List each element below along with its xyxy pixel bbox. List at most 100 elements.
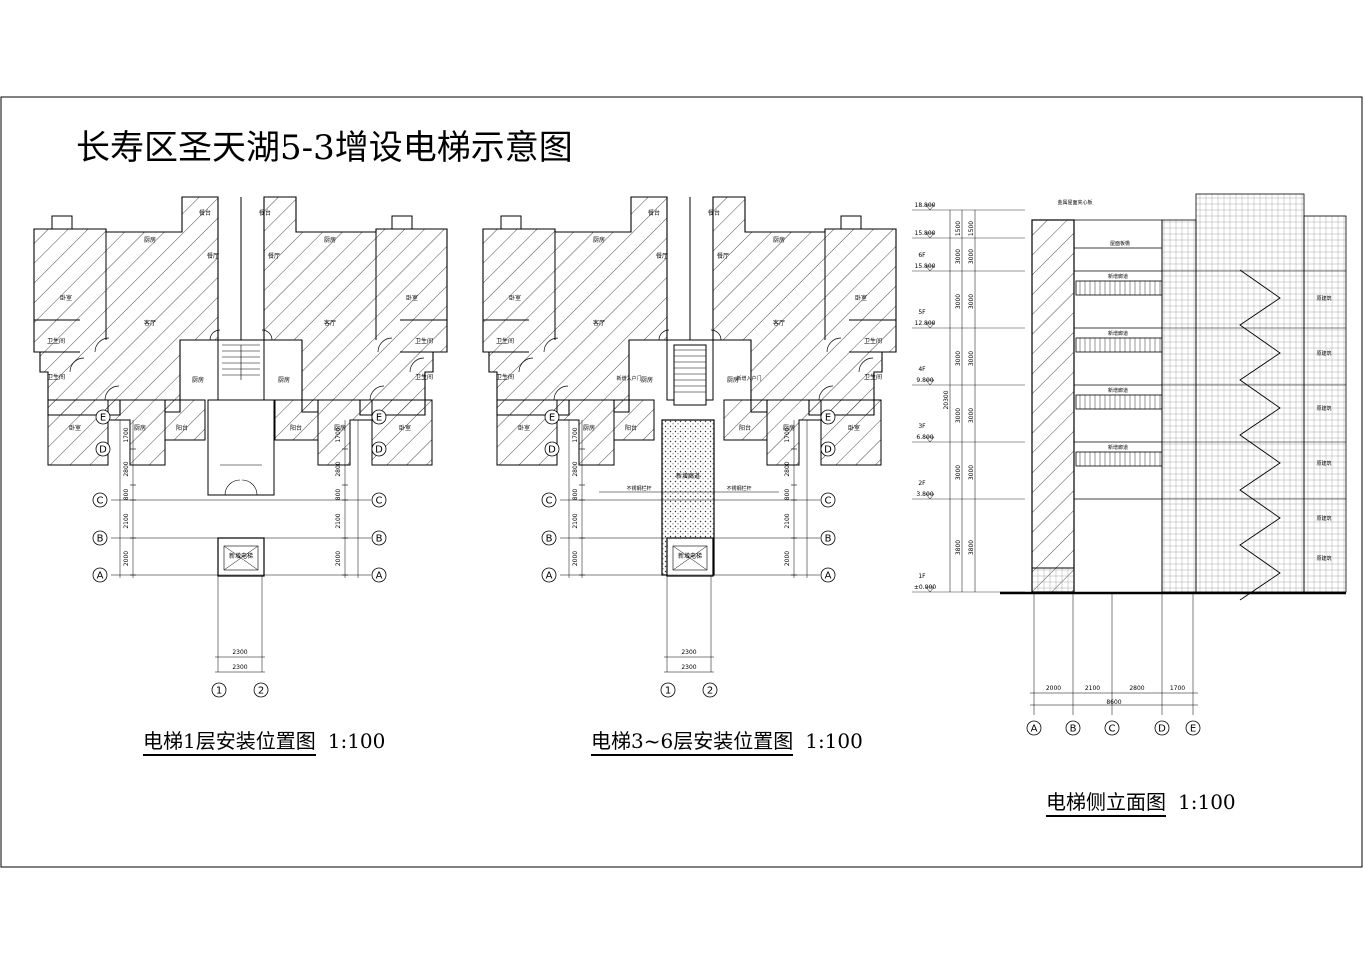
door-swing bbox=[261, 329, 273, 341]
room-balcony-lower-left bbox=[613, 399, 655, 441]
axis-bubble-2 bbox=[702, 682, 718, 698]
axis-bubble-2 bbox=[253, 682, 269, 698]
level-marker bbox=[925, 493, 935, 500]
dim-text: 1500 bbox=[955, 221, 962, 236]
dim-text: 2100 bbox=[335, 513, 342, 528]
door-swing bbox=[658, 329, 670, 341]
corridor-note: 新增廊道 bbox=[1108, 330, 1128, 337]
room-label: 厨房 bbox=[134, 424, 146, 432]
caption-label: 电梯3~6层安装位置图 bbox=[591, 729, 794, 756]
axis-bubble-D bbox=[544, 441, 560, 457]
axis-label: A bbox=[825, 571, 832, 582]
level-name: 3F bbox=[918, 423, 926, 430]
existing-block bbox=[1195, 193, 1305, 593]
existing-note: 原建筑 bbox=[1316, 555, 1331, 562]
room-label: 卧室 bbox=[69, 424, 81, 432]
axis-label: E bbox=[825, 413, 831, 424]
door-swing bbox=[69, 357, 85, 373]
axis-label: B bbox=[97, 534, 104, 545]
room-label: 厨房 bbox=[192, 376, 204, 384]
axis-bubble-C bbox=[371, 492, 387, 508]
corridor-railing bbox=[1075, 337, 1163, 353]
room-label: 阳台 bbox=[739, 424, 751, 432]
room-label: 卧室 bbox=[406, 294, 418, 302]
axis-label: B bbox=[1070, 724, 1077, 735]
room-label: 厨房 bbox=[144, 236, 156, 244]
room-balcony-lower-right bbox=[723, 399, 768, 441]
dim-text: 2800 bbox=[123, 461, 130, 476]
room-label: 卧室 bbox=[518, 424, 530, 432]
level-elev: 6.800 bbox=[916, 434, 933, 441]
roof-note: 屋面板檐 bbox=[1110, 240, 1130, 247]
room-label: 厨房 bbox=[727, 376, 739, 384]
axis-bubble-C bbox=[92, 492, 108, 508]
side-elevation: 18.80015.8006F15.8005F12.8004F9.8003F6.8… bbox=[912, 193, 1347, 736]
axis-label: B bbox=[546, 534, 553, 545]
level-name: 4F bbox=[918, 366, 926, 373]
corridor-railing bbox=[1075, 280, 1163, 296]
sheet-border bbox=[0, 96, 1363, 868]
room-label: 卧室 bbox=[848, 424, 860, 432]
axis-label: C bbox=[825, 496, 832, 507]
railing-tag: 不锈钢栏杆 bbox=[726, 485, 751, 492]
dim-text: 3000 bbox=[955, 465, 962, 480]
room-label: 卫生间 bbox=[47, 373, 65, 381]
dim-text: 2000 bbox=[1046, 685, 1061, 692]
axis-bubble-B bbox=[820, 530, 836, 546]
door-swing bbox=[553, 385, 569, 401]
axis-label: A bbox=[546, 571, 553, 582]
plan-floor-3-6: 新增廊道卧室厨房餐台客厅餐厅卫生间卫生间客厅餐厅厨房餐台卧室卫生间卫生间卧室厨房… bbox=[482, 196, 897, 698]
door-swing bbox=[409, 357, 425, 373]
existing-note: 原建筑 bbox=[1316, 405, 1331, 412]
dim-text: 3000 bbox=[968, 351, 975, 366]
elevator-shaft-elev bbox=[1031, 219, 1075, 593]
level-elev: 12.800 bbox=[915, 320, 936, 327]
dim-text: 2100 bbox=[572, 513, 579, 528]
room-label: 阳台 bbox=[290, 424, 302, 432]
room-balcony-lower-left bbox=[164, 399, 206, 441]
elevator-car bbox=[223, 545, 259, 571]
room-label: 客厅 bbox=[773, 319, 785, 327]
axis-bubble-E bbox=[95, 409, 111, 425]
axis-label: E bbox=[376, 413, 382, 424]
dim-text: 800 bbox=[335, 489, 342, 501]
level-marker bbox=[925, 379, 935, 386]
axis-bubble-E bbox=[544, 409, 560, 425]
dim-text: 20300 bbox=[943, 390, 950, 409]
corridor-note: 新增廊道 bbox=[1108, 273, 1128, 280]
room-label: 餐厅 bbox=[717, 252, 729, 260]
caption-label: 电梯侧立面图 bbox=[1046, 790, 1166, 817]
room-label: 厨房 bbox=[641, 376, 653, 384]
level-marker bbox=[925, 232, 935, 239]
axis-bubble-1 bbox=[660, 682, 676, 698]
axis-bubble-B bbox=[371, 530, 387, 546]
room-bedroom-lower-left bbox=[47, 399, 109, 466]
door-swing bbox=[209, 329, 221, 341]
room-label: 卫生间 bbox=[415, 373, 433, 381]
existing-note: 原建筑 bbox=[1316, 460, 1331, 467]
room-label: 餐台 bbox=[708, 209, 720, 217]
dim-text: 3800 bbox=[968, 540, 975, 555]
axis-label: B bbox=[825, 534, 832, 545]
existing-side bbox=[1303, 215, 1347, 593]
room-label: 卫生间 bbox=[47, 337, 65, 345]
dim-text: 2000 bbox=[335, 551, 342, 566]
axis-label: 2 bbox=[707, 686, 713, 697]
room-label: 卫生间 bbox=[415, 337, 433, 345]
room-kitchen-lower-left bbox=[107, 399, 166, 466]
door-swing bbox=[858, 357, 874, 373]
room-label: 厨房 bbox=[773, 236, 785, 244]
level-marker bbox=[925, 436, 935, 443]
dim-text: 2300 bbox=[232, 664, 247, 671]
level-name: 1F bbox=[918, 573, 926, 580]
axis-bubble-A bbox=[92, 567, 108, 583]
dim-text: 800 bbox=[572, 489, 579, 501]
axis-label: E bbox=[100, 413, 106, 424]
balcony-cap bbox=[840, 215, 862, 230]
hatched-unit-left bbox=[482, 196, 668, 416]
entry-tag: 新增入户门 bbox=[616, 375, 641, 382]
dim-text: 3000 bbox=[968, 465, 975, 480]
